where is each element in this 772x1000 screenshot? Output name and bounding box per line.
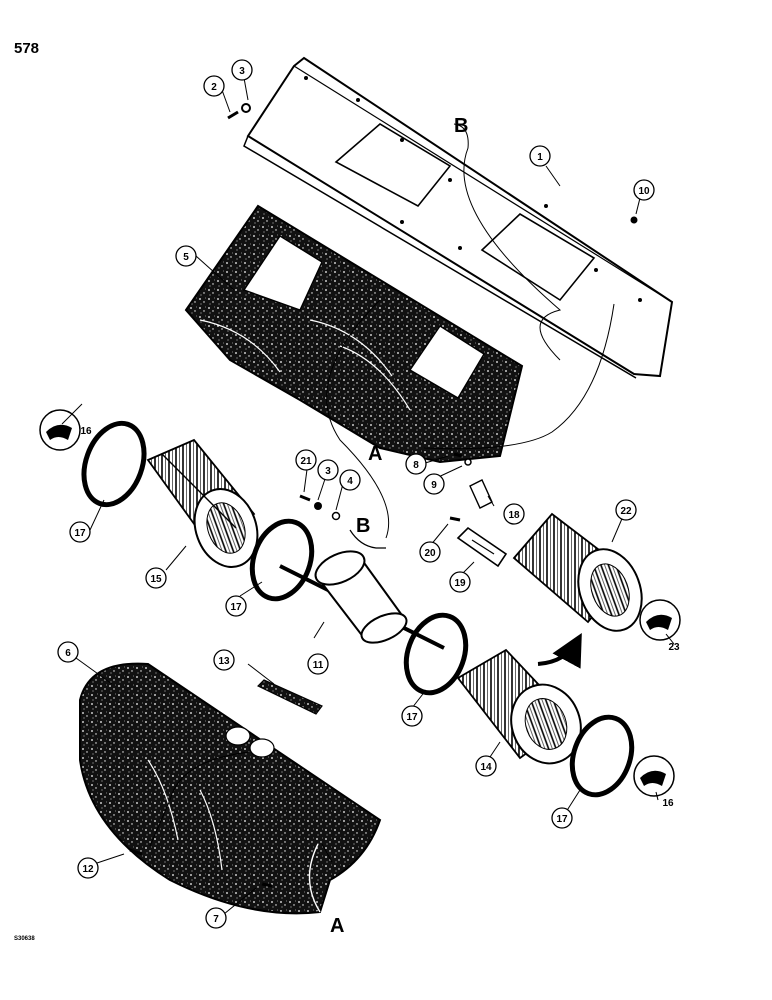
fasteners: [129, 103, 638, 888]
blower-motor: [279, 529, 445, 650]
svg-text:5: 5: [183, 252, 189, 263]
callout-5: 5: [175, 245, 197, 267]
callout-11: 11: [307, 653, 329, 675]
callout-3b: 3: [317, 459, 339, 481]
resistor-block: [456, 526, 508, 568]
upper-blower-housing: [184, 204, 524, 464]
callout-3: 3: [231, 59, 253, 81]
blower-wheel-right-lower: [456, 648, 582, 765]
callout-19: 19: [449, 571, 471, 593]
svg-text:22: 22: [620, 506, 632, 517]
svg-text:16: 16: [662, 798, 674, 809]
svg-text:2: 2: [211, 82, 217, 93]
svg-text:17: 17: [74, 528, 86, 539]
callout-2: 2: [203, 75, 225, 97]
callout-21: 21: [295, 449, 317, 471]
callout-7: 7: [205, 907, 227, 929]
svg-text:10: 10: [638, 186, 650, 197]
svg-text:8: 8: [413, 460, 419, 471]
svg-text:18: 18: [508, 510, 520, 521]
hose-clamp-detail-right: [639, 599, 681, 641]
callout-16: 16: [80, 426, 92, 437]
retaining-ring-b: [249, 518, 315, 602]
callout-20: 20: [419, 541, 441, 563]
callout-17d: 17: [551, 807, 573, 829]
svg-text:16: 16: [80, 426, 92, 437]
callout-14: 14: [475, 755, 497, 777]
document-code: S30638: [14, 936, 35, 942]
callout-15: 15: [145, 567, 167, 589]
callout-17: 17: [69, 521, 91, 543]
svg-text:23: 23: [668, 642, 680, 653]
svg-text:3: 3: [325, 466, 331, 477]
svg-text:17: 17: [406, 712, 418, 723]
svg-text:15: 15: [150, 574, 162, 585]
resistor-bracket: [469, 479, 493, 509]
rotation-arrow: [537, 632, 582, 669]
page-number: 578: [14, 40, 40, 57]
svg-text:4: 4: [347, 476, 353, 487]
svg-text:19: 19: [454, 578, 466, 589]
callout-8: 8: [405, 453, 427, 475]
reference-letter-b-motor: B: [356, 515, 370, 537]
callout-9: 9: [423, 473, 445, 495]
reference-letter-a-housing: A: [368, 443, 382, 465]
svg-text:1: 1: [537, 152, 543, 163]
svg-text:12: 12: [82, 864, 94, 875]
callout-1: 1: [529, 145, 551, 167]
svg-text:6: 6: [65, 648, 71, 659]
callout-6: 6: [57, 641, 79, 663]
callout-23: 23: [668, 642, 680, 653]
svg-text:9: 9: [431, 480, 437, 491]
callout-16b: 16: [662, 798, 674, 809]
svg-text:11: 11: [313, 660, 324, 671]
reference-letter-b-top: B: [454, 115, 468, 137]
callout-22: 22: [615, 499, 637, 521]
mounting-plate: [243, 56, 674, 379]
retaining-ring-d: [569, 714, 635, 798]
leader-lines: [61, 77, 675, 915]
retaining-ring-a: [81, 420, 147, 508]
blower-wheel-left: [146, 438, 259, 568]
svg-text:14: 14: [480, 762, 492, 773]
reference-letter-a-bottom: A: [330, 915, 344, 937]
callout-17c: 17: [401, 705, 423, 727]
retaining-ring-c: [403, 612, 469, 696]
hose-clamp-detail-top: [39, 409, 81, 451]
callout-13: 13: [213, 649, 235, 671]
svg-text:7: 7: [213, 914, 219, 925]
hose-clamp-detail-bottom: [633, 755, 675, 797]
svg-text:13: 13: [218, 656, 230, 667]
callout-10: 10: [633, 179, 655, 201]
svg-text:17: 17: [556, 814, 568, 825]
seal-strip: [256, 679, 323, 715]
lower-blower-housing: [79, 662, 382, 915]
callout-17b: 17: [225, 595, 247, 617]
svg-text:21: 21: [300, 456, 312, 467]
callout-12: 12: [77, 857, 99, 879]
svg-text:20: 20: [424, 548, 436, 559]
svg-text:17: 17: [230, 602, 242, 613]
svg-text:3: 3: [239, 66, 245, 77]
callout-18: 18: [503, 503, 525, 525]
blower-wheel-right-upper: [512, 512, 643, 632]
callout-4: 4: [339, 469, 361, 491]
